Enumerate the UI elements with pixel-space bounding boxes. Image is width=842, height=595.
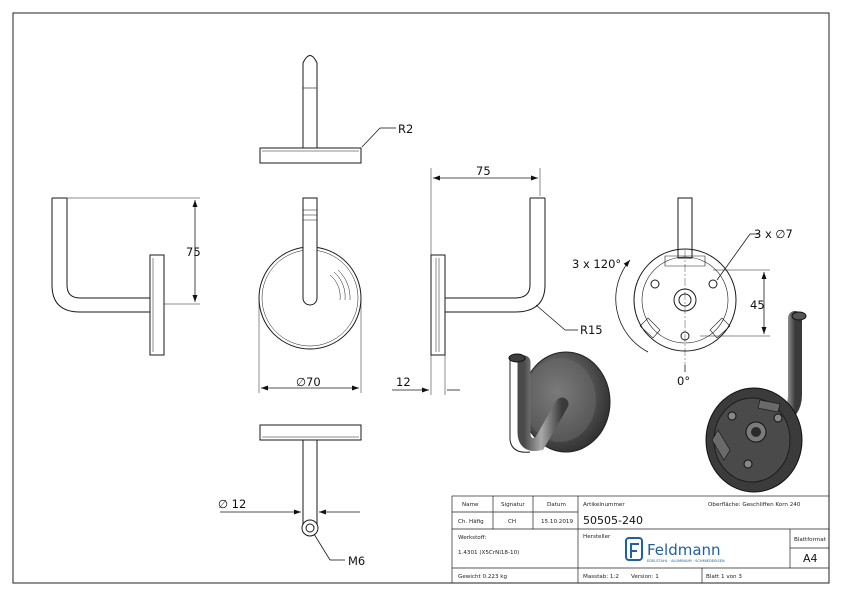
title-block [451, 495, 830, 584]
dim-angle: 3 x 120° [572, 257, 621, 271]
tb-blatt: Blatt 1 von 3 [706, 574, 742, 580]
tb-blattformat-label: Blattformat [794, 537, 827, 543]
dim-45: 45 [750, 298, 765, 312]
rear-view [615, 197, 770, 372]
right-side-view [392, 168, 578, 395]
tb-gewicht: Gewicht 0.223 kg [458, 574, 508, 580]
dim-d12: ∅ 12 [218, 497, 246, 511]
tb-artikel: 50505-240 [583, 514, 643, 527]
tb-col-signatur: Signatur [501, 502, 525, 508]
tb-werkstoff-label: Werkstoff: [458, 535, 487, 541]
dim-zero-deg: 0° [677, 374, 690, 388]
tb-name: Ch. Häfig [458, 519, 484, 525]
tb-col-datum: Datum [547, 502, 566, 508]
dim-75-side: 75 [186, 245, 201, 259]
dim-m6: M6 [348, 554, 365, 568]
render-3d-front [508, 351, 611, 453]
tb-datum: 15.10.2019 [541, 519, 573, 525]
tb-artikel-label: Artikelnummer [583, 502, 625, 508]
feldmann-logo-icon [625, 537, 643, 561]
tb-massstab: Masstab: 1:2 [583, 574, 619, 580]
tb-col-name: Name [462, 502, 479, 508]
tb-werkstoff: 1.4301 (X5CrNi18-10) [458, 550, 519, 556]
tb-signatur: CH [508, 519, 516, 525]
sheet-border [12, 12, 830, 584]
top-view [259, 55, 396, 164]
tb-version: Version: 1 [631, 574, 659, 580]
front-view [258, 197, 362, 393]
dim-12-thick: 12 [396, 375, 411, 389]
render-3d-rear [705, 311, 807, 493]
dim-d70: ∅70 [296, 375, 321, 389]
dim-holes: 3 x ∅7 [754, 227, 793, 241]
tb-hersteller-label: Hersteller [583, 534, 611, 540]
tb-blattformat: A4 [803, 552, 818, 565]
dim-r15: R15 [580, 323, 603, 337]
dim-75-top: 75 [476, 164, 491, 178]
dim-r2: R2 [398, 122, 413, 136]
tb-oberflaeche: Oberfläche: Geschliffen Korn 240 [708, 502, 801, 508]
tb-brand: Feldmann [647, 541, 721, 559]
bottom-view [220, 424, 362, 561]
left-side-view [51, 197, 200, 356]
tb-brand-sub: EDELSTAHL · ALUMINIUM · SCHMIEDEEISEN [647, 559, 725, 563]
